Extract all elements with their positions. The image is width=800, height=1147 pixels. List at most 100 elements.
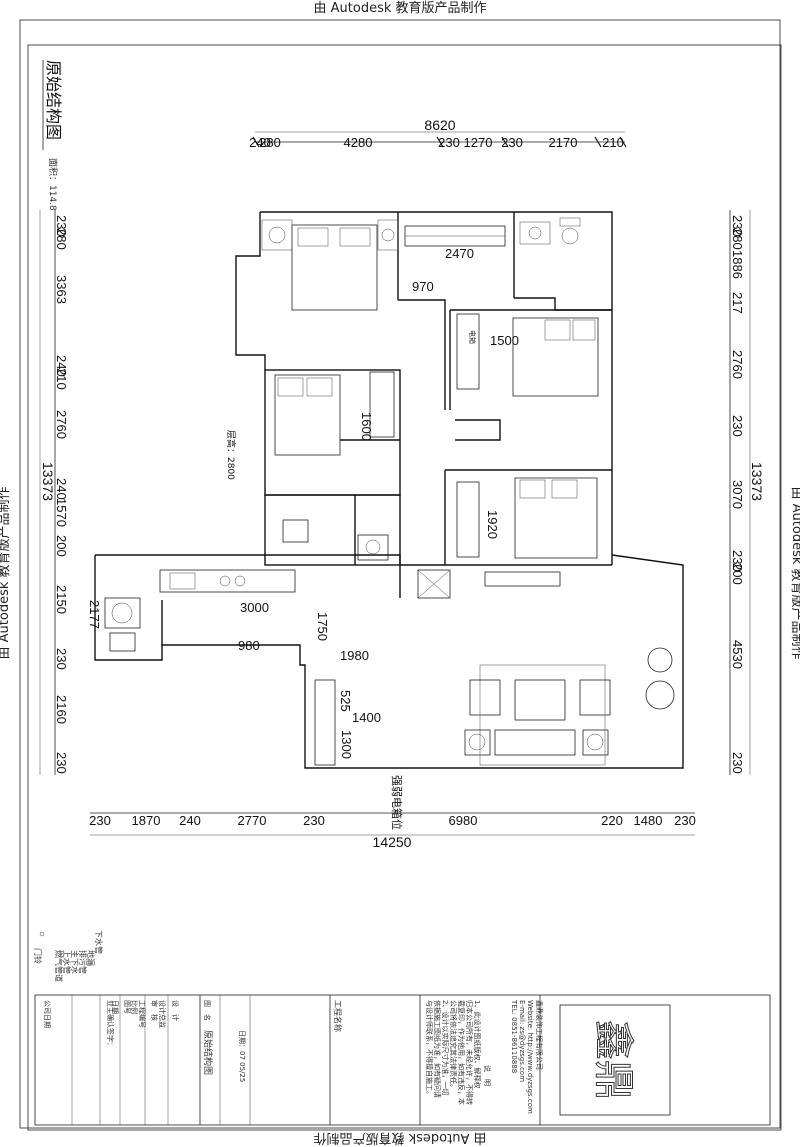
meter-box-label-abbr: 电箱 — [468, 330, 477, 344]
tv-cabinet-icon — [484, 571, 561, 587]
toilet-icon — [561, 227, 579, 245]
dim-top-total: 8620 — [424, 117, 455, 133]
dim-left-total: 13373 — [40, 462, 56, 501]
wardrobe-icon — [456, 481, 480, 558]
wardrobe-icon — [456, 313, 480, 390]
dim-left-8: 200 — [54, 535, 69, 557]
dim-bottom-5: 6980 — [449, 813, 478, 828]
left-dimensions: 230 280 3363 240 210 2760 240 1570 200 2… — [39, 210, 69, 775]
tb-drawing-name-label: 图 名 — [203, 1000, 212, 1021]
right-dimensions: 230 280 1886 217 2760 230 3070 230 200 4… — [729, 210, 765, 775]
dim-left-3: 240 — [54, 355, 69, 377]
dim-bottom-1: 1870 — [132, 813, 161, 828]
bed-icon — [291, 224, 378, 311]
tb-note-line: 与设计师联系，不得擅自施工。 — [425, 1000, 434, 1098]
legend-doorbell: 门铃 — [33, 948, 43, 964]
legend-drain-pipe: 下水管 — [94, 930, 104, 954]
dim-top-2: 4280 — [344, 135, 373, 150]
tb-designer: 设 计 — [171, 1000, 180, 1021]
plan-title-text: 原始结构图 — [44, 60, 63, 140]
dim-left-1: 280 — [54, 228, 69, 250]
dim-left-4: 210 — [54, 368, 69, 390]
dim-right-6: 3070 — [730, 480, 745, 509]
furniture — [104, 217, 675, 766]
dim-bottom-2: 240 — [179, 813, 201, 828]
dim-bottom-8: 230 — [674, 813, 696, 828]
balcony-chair-icon — [645, 680, 675, 710]
dim-top-1: 280 — [259, 135, 281, 150]
meter-box-label: 强弱电箱位 — [390, 775, 404, 830]
shoe-cabinet-icon — [314, 679, 336, 766]
dim-top-6: 2170 — [549, 135, 578, 150]
dim-top-4: 1270 — [464, 135, 493, 150]
inner-border — [27, 44, 782, 1131]
tb-design-director: 设计总监 — [158, 1000, 167, 1028]
dim-bottom-7: 1480 — [634, 813, 663, 828]
bottom-dimensions: 230 1870 240 2770 230 6980 220 1480 230 … — [89, 812, 696, 850]
dim-left-7: 1570 — [54, 498, 69, 527]
outer-border — [19, 19, 781, 1129]
armchair-icon — [579, 679, 611, 716]
nightstand-icon — [261, 219, 293, 251]
tb-sheet-no: 图号 — [123, 1000, 131, 1014]
floor-plan-walls — [94, 211, 684, 769]
bed-icon — [274, 374, 341, 456]
top-dimensions: 8620 240 280 4280 230 1270 230 2170 210 — [249, 117, 627, 150]
dim-right-1: 280 — [730, 228, 745, 250]
tb-checker: 审 核 — [150, 1000, 159, 1021]
plan-area-text: 面积：114.8 — [47, 158, 59, 211]
tb-date: 日期 — [111, 1000, 119, 1014]
legend-floor-drain: 地漏 — [86, 950, 96, 966]
sofa-icon — [494, 729, 576, 756]
dim-bottom-6: 220 — [601, 813, 623, 828]
tb-email: E-mail: zs@dyzsgs.com — [518, 1000, 526, 1082]
washbasin-icon — [519, 221, 551, 245]
armchair-icon — [469, 679, 501, 716]
dim-3000: 3000 — [240, 600, 269, 615]
tb-tel: TEL: 0851-86110888 — [510, 999, 518, 1073]
dim-2177: 2177 — [87, 600, 102, 629]
watermark-bottom: 由 Autodesk 教育版产品制作 — [314, 1130, 487, 1146]
watermark-right: 由 Autodesk 教育版产品制作 — [789, 487, 800, 660]
tb-note-line: 2、设计以实际尺寸为准，一切 — [441, 1000, 450, 1095]
dim-left-5: 2760 — [54, 410, 69, 439]
dim-1300: 1300 — [339, 730, 354, 759]
dim-right-10: 230 — [730, 752, 745, 774]
dim-970: 970 — [412, 279, 434, 294]
coffee-table-icon — [514, 679, 566, 721]
tb-owner-confirm: 业主确认签字： — [106, 1000, 115, 1049]
kitchen-counter — [159, 569, 296, 593]
plan-title: 原始结构图 面积：114.8 — [42, 60, 63, 211]
legend: 门铃 下水管 地漏 排污管 主下水 上水管 燃气管道 — [33, 930, 104, 982]
tb-note-line: 依据施工图纸为准，如有疑问请 — [433, 1000, 442, 1098]
company-logo-text: 鑫鼎 — [590, 1020, 636, 1100]
tb-website: Website: http://www.dyzsgs.com — [526, 1000, 534, 1114]
tb-project-no: 工程编号 — [138, 1000, 147, 1028]
legend-sewage-pipe: 排污管 — [78, 950, 88, 974]
watermark-left: 由 Autodesk 教育版产品制作 — [0, 487, 12, 660]
dim-right-0: 230 — [730, 215, 745, 237]
dim-1980: 1980 — [340, 648, 369, 663]
stove-icon — [282, 519, 309, 543]
dim-right-9: 4530 — [730, 640, 745, 669]
dim-980: 980 — [238, 638, 260, 653]
dim-left-10: 230 — [54, 648, 69, 670]
dim-left-2: 3363 — [54, 275, 69, 304]
tb-note-line: 公司将依法追究其法律责任。 — [449, 1000, 458, 1091]
wardrobe-icon — [369, 371, 395, 438]
tb-note-line: 1、此设计图纸版权、解释权 — [473, 1000, 482, 1088]
dim-top-5: 230 — [501, 135, 523, 150]
title-block: 公司日期 业主确认签字： 日期 图号 比例 工程编号 审 核 设计总监 设 计 … — [34, 994, 771, 1126]
dim-1600: 1600 — [359, 412, 374, 441]
legend-main-drain: 主下水 — [70, 950, 80, 974]
dim-right-8: 200 — [730, 563, 745, 585]
ceiling-height-label: 层高：2800 — [225, 430, 237, 480]
dim-top-3: 230 — [438, 135, 460, 150]
dim-bottom-3: 2770 — [238, 813, 267, 828]
dim-right-5: 230 — [730, 415, 745, 437]
dim-bottom-4: 230 — [303, 813, 325, 828]
meter-box-icon — [417, 569, 451, 599]
dim-right-2: 1886 — [730, 250, 745, 279]
dim-1920: 1920 — [485, 510, 500, 539]
dim-top-7: 210 — [602, 135, 624, 150]
